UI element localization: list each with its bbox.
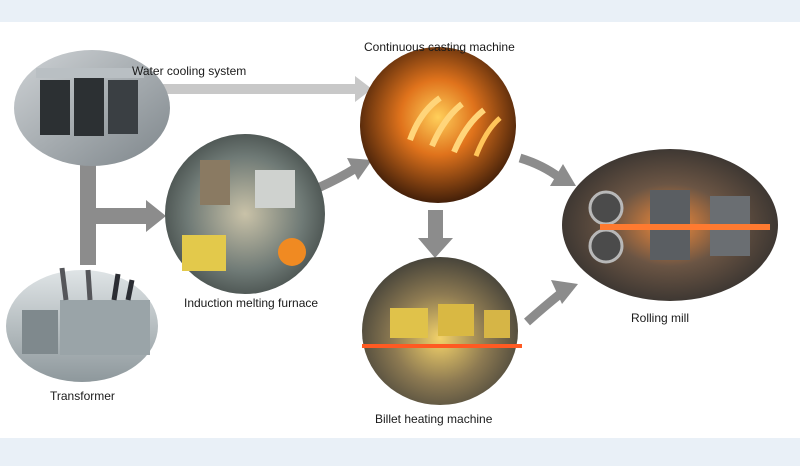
arrow-trunk-to-furnace (96, 200, 166, 232)
arrow-casting-to-rolling (518, 153, 576, 186)
arrow-cooling-to-casting (155, 76, 372, 102)
label-water-cooling: Water cooling system (132, 64, 247, 78)
arrow-billet-to-rolling (524, 280, 578, 326)
label-transformer: Transformer (50, 389, 115, 403)
arrow-casting-to-billet (418, 210, 453, 258)
arrow-furnace-to-casting (316, 158, 372, 193)
rolling-mill-image (562, 149, 778, 301)
transformer-image (6, 267, 158, 382)
bottom-band (0, 438, 800, 466)
label-rolling-mill: Rolling mill (631, 311, 690, 325)
continuous-casting-image (360, 47, 516, 203)
label-induction-furnace: Induction melting furnace (184, 296, 319, 310)
induction-furnace-image (165, 134, 325, 294)
label-billet-heating: Billet heating machine (375, 412, 493, 426)
billet-heating-image (362, 257, 522, 405)
label-continuous-casting: Continuous casting machine (364, 40, 515, 54)
top-band (0, 0, 800, 22)
water-cooling-image (14, 50, 170, 166)
arrow-trunk-vertical (80, 165, 96, 265)
